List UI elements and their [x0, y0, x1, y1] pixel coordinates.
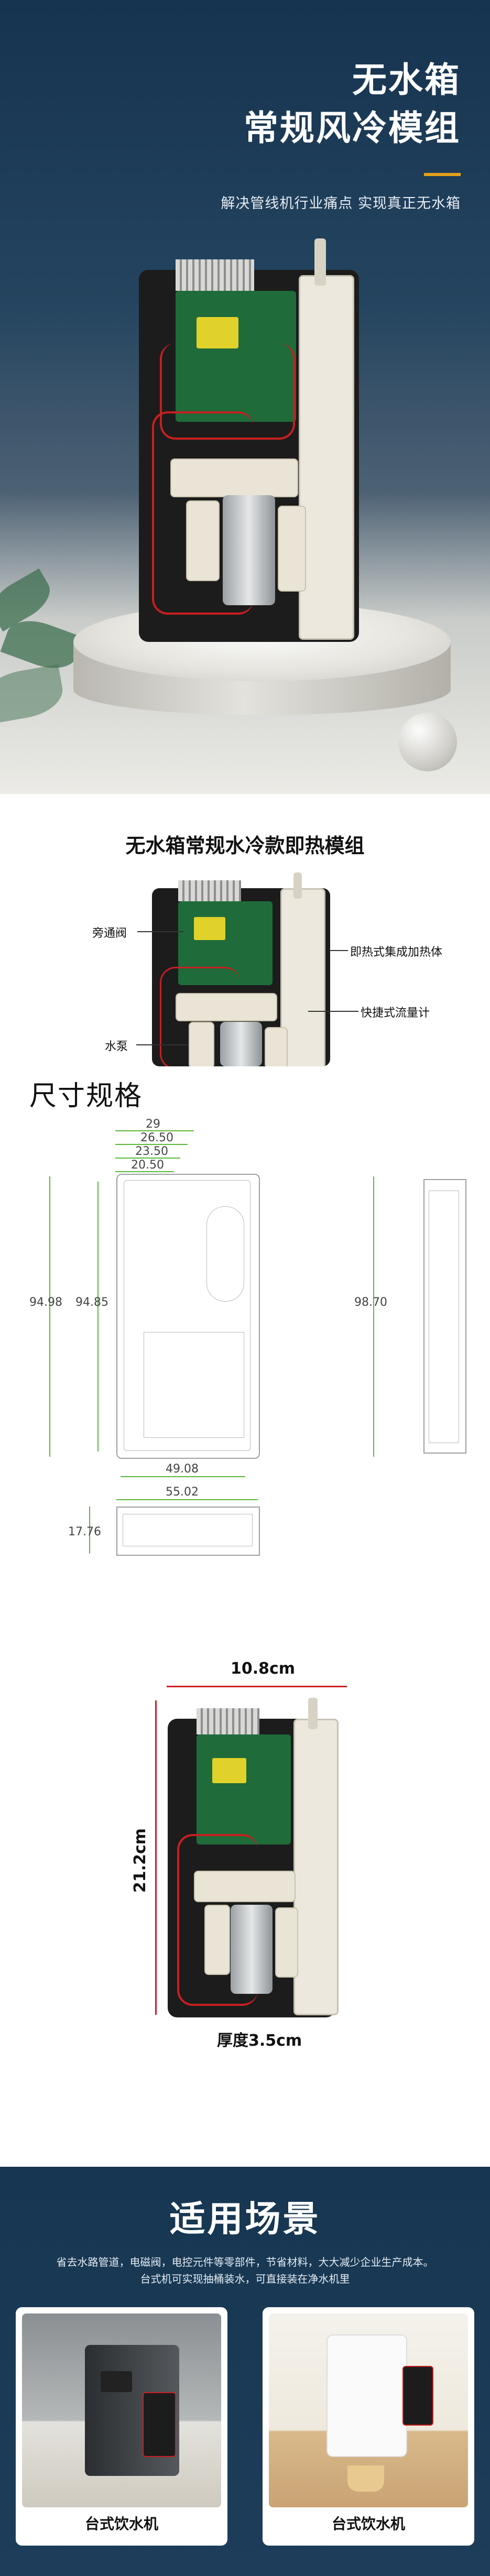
dim-line [89, 1507, 90, 1554]
dim-line [373, 1176, 374, 1457]
callout-flowmeter: 快捷式流量计 [361, 1007, 430, 1020]
callout-line [137, 931, 183, 932]
application-card: 台式饮水机 [263, 2307, 474, 2546]
application-description-1: 省去水路管道，电磁阀，电控元件等零部件，节省材料，大大减少企业生产成本。 [56, 2256, 434, 2268]
hero-subtitle: 解决管线机行业痛点 实现真正无水箱 [221, 195, 461, 212]
front-view-drawing [116, 1174, 260, 1459]
dim-small-height: 17.76 [68, 1525, 101, 1538]
module-photo-size [168, 1698, 346, 2017]
dim-line [115, 1130, 194, 1131]
dim-top-4: 20.50 [131, 1159, 164, 1172]
application-card-label: 台式饮水机 [84, 2515, 158, 2533]
size-thickness-label: 厚度3.5cm [217, 2032, 302, 2050]
dim-line [115, 1144, 188, 1145]
dim-bottom-2: 55.02 [166, 1486, 199, 1499]
dim-top-3: 23.50 [135, 1145, 168, 1158]
dimension-title: 尺寸规格 [29, 1080, 143, 1112]
size-section: 10.8cm 21.2cm 厚度3.5cm [0, 1648, 490, 2167]
dim-bottom-1: 49.08 [166, 1462, 199, 1476]
scene-photo [269, 2313, 468, 2507]
dim-line [49, 1176, 50, 1457]
scene-photo [22, 2313, 221, 2507]
feature-section: 无水箱常规水冷款即热模组 旁通阀 水泵 即热式集成加热体 快捷式流量计 [0, 794, 490, 1066]
application-title: 适用场景 [169, 2199, 321, 2240]
callout-line [308, 1011, 358, 1012]
callout-line [136, 1044, 189, 1045]
callout-pump: 水泵 [105, 1040, 128, 1053]
hero-banner: 无水箱 常规风冷模组 解决管线机行业痛点 实现真正无水箱 [0, 0, 490, 794]
plant-leaf-icon [0, 664, 67, 725]
dim-line [97, 1182, 99, 1451]
side-view-drawing [423, 1179, 466, 1454]
dim-line [115, 1171, 174, 1172]
hero-title-line1: 无水箱 [352, 60, 461, 100]
callout-line [329, 950, 348, 951]
dim-left-2: 94.85 [75, 1296, 108, 1309]
hero-accent-bar [424, 173, 461, 176]
dim-line [115, 1158, 180, 1159]
application-card-label: 台式饮水机 [331, 2515, 405, 2533]
dimension-section: 尺寸规格 29 26.50 23.50 20.50 94.98 94.85 98… [0, 1066, 490, 1648]
width-arrow [167, 1686, 347, 1687]
dim-top-2: 26.50 [140, 1131, 173, 1144]
hero-title-line2: 常规风冷模组 [244, 108, 461, 148]
dim-side-height: 98.70 [354, 1296, 387, 1309]
feature-title: 无水箱常规水冷款即热模组 [125, 834, 365, 857]
module-photo [139, 238, 375, 642]
size-height-label: 21.2cm [131, 1828, 150, 1893]
application-section: 适用场景 省去水路管道，电磁阀，电控元件等零部件，节省材料，大大减少企业生产成本… [0, 2167, 490, 2576]
dim-left-1: 94.98 [29, 1296, 62, 1309]
dim-line [121, 1476, 245, 1477]
height-arrow [155, 1700, 157, 2015]
module-diagram [152, 872, 338, 1066]
decor-sphere [398, 713, 457, 771]
application-card: 台式饮水机 [16, 2307, 227, 2546]
bottom-view-drawing [116, 1507, 260, 1556]
dim-top-1: 29 [146, 1118, 160, 1131]
callout-bypass-valve: 旁通阀 [92, 927, 127, 940]
size-width-label: 10.8cm [231, 1660, 296, 1678]
dim-line [116, 1499, 258, 1500]
application-description-2: 台式机可实现抽桶装水，可直接装在净水机里 [140, 2273, 350, 2285]
callout-heater: 即热式集成加热体 [350, 946, 443, 959]
